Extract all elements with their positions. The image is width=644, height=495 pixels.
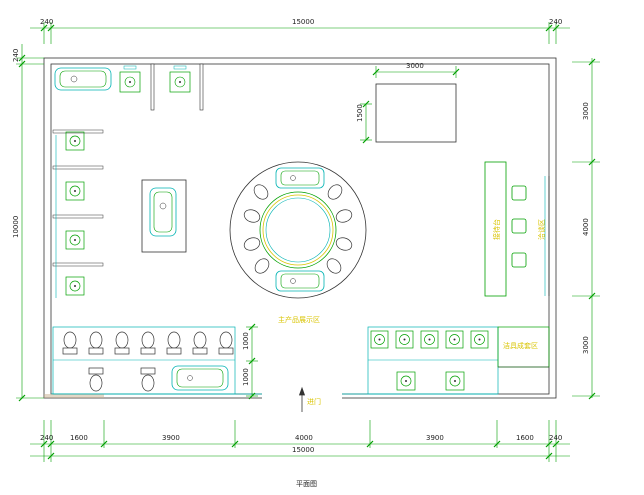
dim-bottom-seg-5: 1600	[516, 434, 534, 442]
label-accessory-area: 洁具成套区	[503, 341, 538, 350]
dim-bottom-seg-4: 3900	[426, 434, 444, 442]
dim-bottom-right-edge: 240	[549, 434, 562, 442]
dim-stall-row-1: 1000	[242, 332, 250, 350]
dim-top-total: 15000	[292, 18, 314, 26]
main-display-circle	[229, 161, 367, 299]
dim-bottom-seg-1: 1600	[70, 434, 88, 442]
dim-left	[16, 44, 44, 402]
bathtub-top-left	[54, 67, 112, 91]
basin-top-1	[119, 65, 141, 93]
dim-bottom-seg-3: 4000	[295, 434, 313, 442]
label-counter-b: 洽谈区	[537, 219, 546, 240]
label-entrance: 进门	[307, 397, 321, 406]
dim-bottom-total: 15000	[292, 446, 314, 454]
reception-table	[360, 66, 460, 144]
label-main-display: 主产品展示区	[278, 315, 320, 324]
dim-top-right: 240	[549, 18, 562, 26]
dim-table-width: 3000	[406, 62, 424, 70]
dim-table-depth: 1500	[356, 104, 364, 122]
entrance-arrow-icon	[298, 386, 306, 412]
basin-block-right	[367, 326, 550, 395]
dim-bottom-left-edge: 240	[40, 434, 53, 442]
bathtub-center-left	[141, 179, 187, 253]
dim-left-total: 10000	[12, 216, 20, 238]
dim-right-middle: 4000	[582, 218, 590, 236]
dim-bottom-seg-2: 3900	[162, 434, 180, 442]
label-counter-a: 接待台	[492, 219, 501, 240]
plan-title: 平面图	[296, 480, 317, 488]
dim-top-left: 240	[40, 18, 53, 26]
dim-stall-row-2: 1000	[242, 368, 250, 386]
dim-bottom	[30, 420, 570, 462]
dim-right-upper: 3000	[582, 102, 590, 120]
toilet-row-left	[52, 323, 258, 400]
dim-top	[30, 22, 570, 44]
basin-top-2	[169, 65, 191, 93]
dim-right-lower: 3000	[582, 336, 590, 354]
left-booths	[52, 129, 104, 298]
dim-right	[572, 58, 600, 400]
partitions-top	[150, 63, 204, 111]
right-counter	[484, 161, 550, 297]
dim-left-top: 240	[12, 49, 20, 62]
